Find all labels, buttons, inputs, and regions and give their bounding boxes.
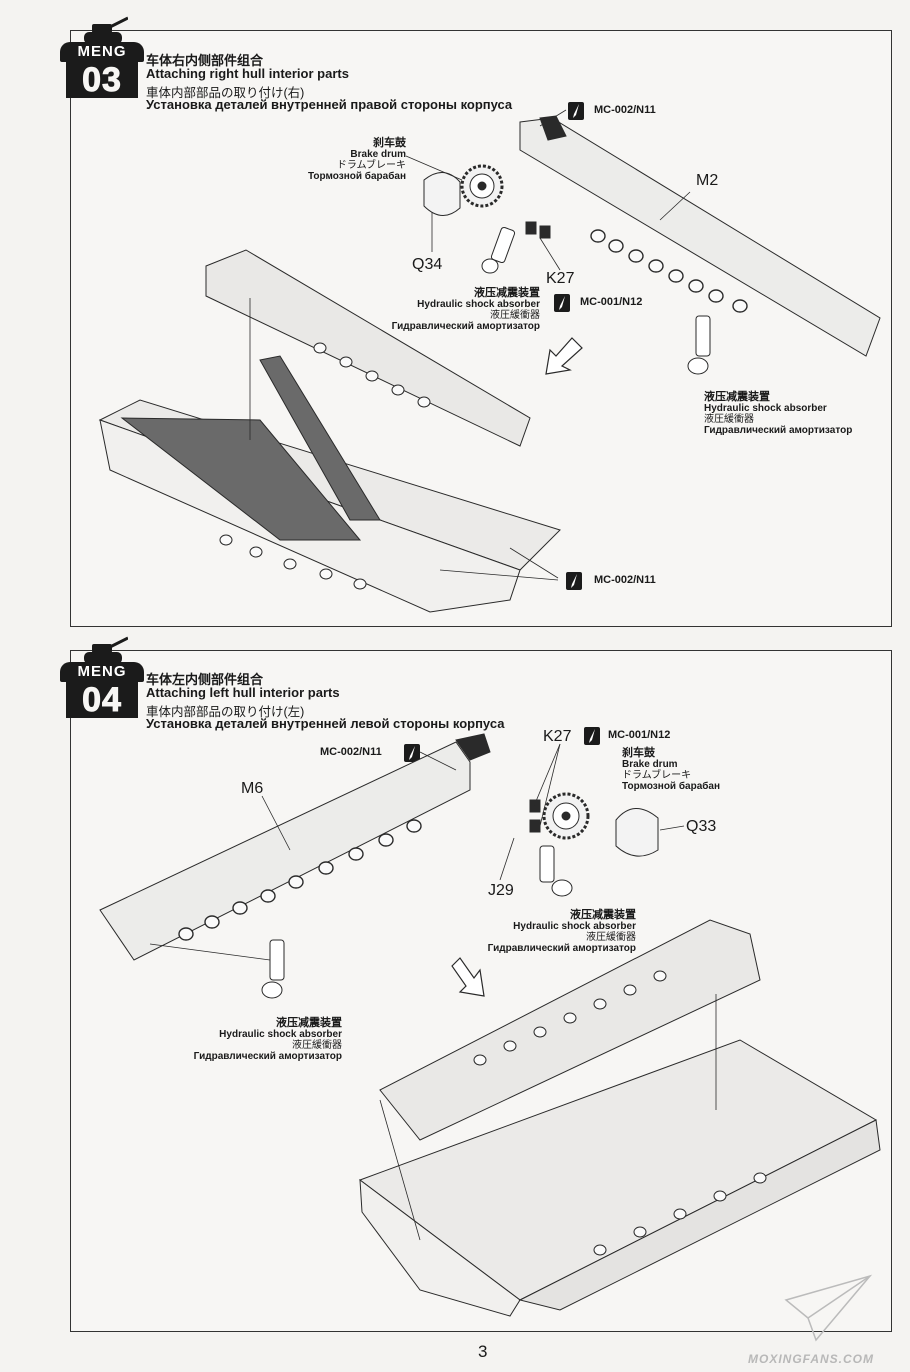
part-side-plate: M6	[241, 780, 264, 797]
step-04-title-jp: 車体内部部品の取り付け(左)	[146, 705, 305, 719]
hydraulic-shock-absorber	[481, 226, 711, 375]
k27-brackets	[525, 221, 551, 239]
leader-lines	[249, 109, 691, 581]
page-number: 3	[478, 1342, 488, 1361]
tank-icon	[84, 16, 128, 44]
step-03-badge: MENG 03	[60, 12, 144, 99]
shock-absorber-label: 液压减震装置 Hydraulic shock absorber 液圧緩衝器 Ги…	[193, 1017, 342, 1063]
watermark: MOXINGFANS.COM	[748, 1352, 875, 1366]
part-bracket: K27	[546, 270, 575, 287]
paper-plane-icon	[784, 1274, 873, 1342]
brake-drum-label: 刹车鼓 Brake drum ドラムブレーキ Тормозной барабан	[307, 137, 406, 183]
paint-code: MC-002/N11	[320, 746, 382, 758]
leader-lines	[149, 743, 717, 1241]
step-number: 04	[66, 682, 138, 719]
brake-drum-gear	[542, 792, 590, 840]
tank-icon	[84, 636, 128, 664]
brush-icon	[404, 744, 420, 762]
brake-drum-label: 刹车鼓 Brake drum ドラムブレーキ Тормозной барабан	[622, 747, 721, 793]
m6-wheel-bosses	[178, 819, 422, 941]
k27-brackets	[529, 799, 541, 833]
step-03-title-en: Attaching right hull interior parts	[146, 66, 349, 81]
step-04-title-ru: Установка деталей внутренней левой сторо…	[146, 716, 505, 731]
brush-icon	[568, 102, 584, 120]
step-number: 03	[66, 62, 138, 99]
step-03-title-jp: 車体内部部品の取り付け(右)	[146, 86, 305, 100]
direction-arrow	[545, 337, 583, 375]
q33-cover	[615, 808, 659, 857]
brush-icon	[566, 572, 582, 590]
part-side-plate: M2	[696, 172, 719, 189]
direction-arrow	[451, 957, 485, 997]
hull-side-panel	[205, 249, 531, 447]
m6-side-plate	[99, 733, 491, 961]
step-03-title-cn: 车体右内侧部件组合	[146, 53, 264, 68]
part-bracket: K27	[543, 728, 572, 745]
hull-tub	[358, 1039, 881, 1317]
brand-logo: MENG	[60, 662, 144, 682]
step-04-badge: MENG 04	[60, 632, 144, 719]
paint-code: MC-002/N11	[594, 104, 656, 116]
step-04-title-cn: 车体左内侧部件组合	[146, 672, 264, 687]
paint-code: MC-001/N12	[580, 296, 643, 308]
road-wheel-holes	[219, 342, 431, 590]
hydraulic-shock-absorber	[261, 845, 573, 999]
brand-logo: MENG	[60, 42, 144, 62]
paint-code: MC-002/N11	[594, 574, 656, 586]
step-04-title-en: Attaching left hull interior parts	[146, 685, 340, 700]
step-03-title-ru: Установка деталей внутренней правой стор…	[146, 97, 513, 112]
shock-absorber-label: 液压减震装置 Hydraulic shock absorber 液圧緩衝器 Ги…	[487, 909, 636, 955]
part-cover: Q33	[686, 818, 717, 835]
paint-code: MC-001/N12	[608, 729, 671, 741]
part-cover: Q34	[412, 256, 443, 273]
road-wheel-holes	[473, 970, 767, 1256]
brake-drum-gear	[460, 164, 504, 208]
q34-cover	[423, 172, 461, 216]
brush-icon	[554, 294, 570, 312]
hull-tub	[98, 355, 561, 613]
part-arm: J29	[488, 882, 514, 899]
brush-icon	[584, 727, 600, 745]
shock-absorber-label: 液压减震装置 Hydraulic shock absorber 液圧緩衝器 Ги…	[704, 391, 853, 437]
m2-wheel-bosses	[590, 229, 748, 313]
shock-absorber-label: 液压减震装置 Hydraulic shock absorber 液圧緩衝器 Ги…	[391, 287, 540, 333]
